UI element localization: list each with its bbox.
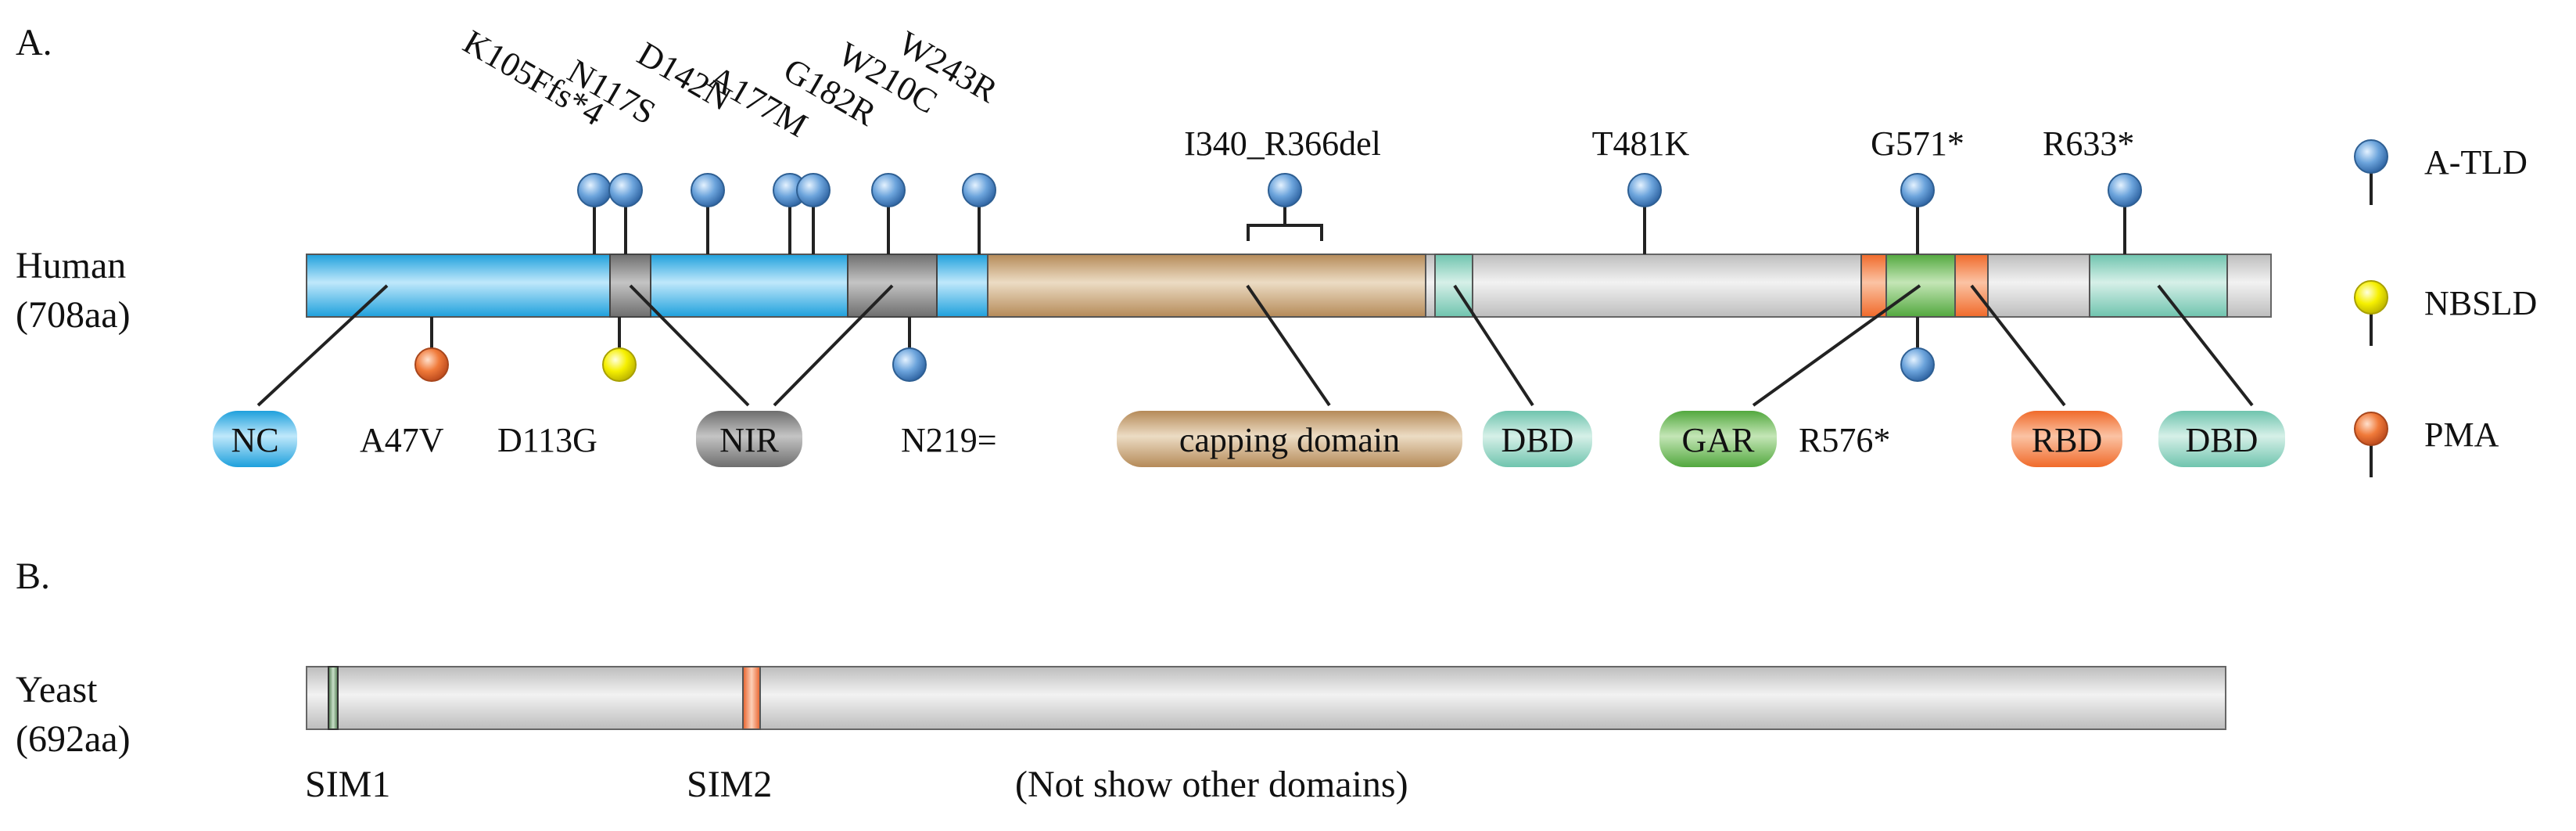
capping-connector	[1246, 284, 1331, 407]
yeast-note: (Not show other domains)	[1015, 764, 1408, 805]
mutation-label: D113G	[497, 421, 597, 459]
mutation-t481k: T481K	[1592, 124, 1690, 254]
nir-label: NIR	[719, 421, 779, 459]
sim1-label: SIM1	[305, 764, 390, 805]
mutation-label: T481K	[1592, 124, 1690, 163]
mutation-i340-r366del: I340_R366del	[1184, 124, 1381, 225]
dbd-label-2: DBD	[2186, 421, 2258, 459]
mutation-pin	[871, 173, 906, 207]
yeast-species-label: Yeast	[16, 669, 98, 710]
capping-domain-pill	[1117, 411, 1462, 467]
mutation-label: G571*	[1871, 124, 1964, 163]
nir-connector-2	[773, 284, 894, 407]
rbd-pill	[2011, 411, 2122, 467]
gar-block	[1885, 254, 1956, 318]
legend: A-TLD NBSLD PMA	[2354, 139, 2537, 477]
gar-pill	[1659, 411, 1777, 467]
mutation-w243r: W243R	[892, 23, 1004, 254]
nir-pill	[696, 411, 802, 467]
mutations-above: K105Ffs*4N117SD142NA177MG182RW210CW243RI…	[457, 23, 2142, 254]
legend-label: A-TLD	[2424, 143, 2528, 182]
capping-domain-block	[987, 254, 1426, 318]
panel-a-label: A.	[16, 22, 52, 63]
rbd-block-left	[1860, 254, 1887, 318]
rbd-connector	[1970, 284, 2066, 407]
mutation-pin	[602, 347, 637, 382]
mutation-pin	[608, 173, 643, 207]
mutation-pin	[1900, 173, 1935, 207]
mutation-pin	[577, 173, 612, 207]
mutation-pin	[1268, 173, 1302, 207]
human-species-label: Human	[16, 245, 126, 286]
gar-connector	[1752, 284, 1921, 407]
nc-pill	[213, 411, 297, 467]
legend-pin	[2354, 412, 2388, 446]
mutation-pin	[962, 173, 996, 207]
mutation-pin	[1900, 347, 1935, 382]
legend-item-a-tld: A-TLD	[2354, 139, 2528, 205]
yeast-length-label: (692aa)	[16, 718, 131, 760]
deletion-bracket	[1247, 224, 1323, 241]
domain-labels: NC NIR capping domain DBD GAR RBD DBD	[213, 411, 2285, 467]
rbd-label: RBD	[2032, 421, 2102, 459]
mutation-a47v: A47V	[360, 317, 449, 459]
mutation-pin	[414, 347, 449, 382]
nir-connector-1	[629, 284, 750, 407]
mutation-pin	[892, 347, 927, 382]
domain-connectors	[257, 284, 2254, 407]
yeast-backbone	[306, 666, 2226, 730]
mutation-label: I340_R366del	[1184, 124, 1381, 163]
dbd-connector-2	[2157, 284, 2254, 407]
mutation-g571: G571*	[1871, 124, 1964, 254]
mutation-n117s: N117S	[561, 52, 662, 254]
sim2-label: SIM2	[687, 764, 772, 805]
mutation-pin	[796, 173, 831, 207]
sim1-block	[328, 666, 339, 730]
dbd-pill-1	[1483, 411, 1592, 467]
mutation-r633: R633*	[2043, 124, 2142, 254]
human-protein-bar	[306, 254, 2272, 318]
dbd-block-1	[1434, 254, 1473, 318]
mutation-d113g: D113G	[497, 317, 637, 459]
mutation-pin	[691, 173, 725, 207]
mutations-below: A47V D113G N219= R576*	[360, 317, 1935, 459]
dbd-pill-2	[2158, 411, 2285, 467]
mutation-n219: N219=	[892, 317, 997, 459]
yeast-protein-bar	[306, 666, 2226, 730]
legend-item-pma: PMA	[2354, 412, 2499, 477]
capping-domain-label: capping domain	[1179, 421, 1400, 459]
mutation-label: R633*	[2043, 124, 2134, 163]
mutation-label: N219=	[901, 421, 997, 459]
mutation-pin	[1627, 173, 1662, 207]
sim2-block	[742, 666, 761, 730]
dbd-label-1: DBD	[1501, 421, 1574, 459]
gar-label: GAR	[1682, 421, 1756, 459]
nc-label: NC	[231, 421, 278, 459]
legend-pin	[2354, 139, 2388, 174]
mutation-label: A47V	[360, 421, 444, 459]
legend-item-nbsld: NBSLD	[2354, 280, 2537, 346]
dbd-connector-1	[1453, 284, 1534, 407]
human-length-label: (708aa)	[16, 294, 131, 336]
mutation-pin	[2108, 173, 2142, 207]
mutation-r576: R576*	[1799, 317, 1935, 459]
legend-label: PMA	[2424, 416, 2499, 454]
mutation-label: R576*	[1799, 421, 1890, 459]
legend-pin	[2354, 280, 2388, 315]
legend-label: NBSLD	[2424, 284, 2537, 322]
panel-b-label: B.	[16, 556, 50, 597]
nc-connector	[257, 284, 389, 407]
